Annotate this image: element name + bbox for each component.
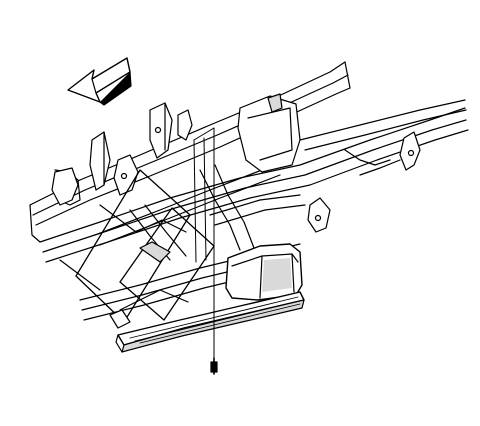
leader-lines: [193, 127, 215, 359]
fuel-tank-icon: [225, 243, 303, 301]
bolt-icon: [210, 357, 218, 375]
running-board-icon: [115, 291, 305, 353]
bracket-icon: [51, 102, 421, 233]
arrow-left-icon: [67, 57, 132, 106]
cross-member-bracket: [237, 93, 301, 173]
support-bracket-icon: [75, 169, 215, 329]
